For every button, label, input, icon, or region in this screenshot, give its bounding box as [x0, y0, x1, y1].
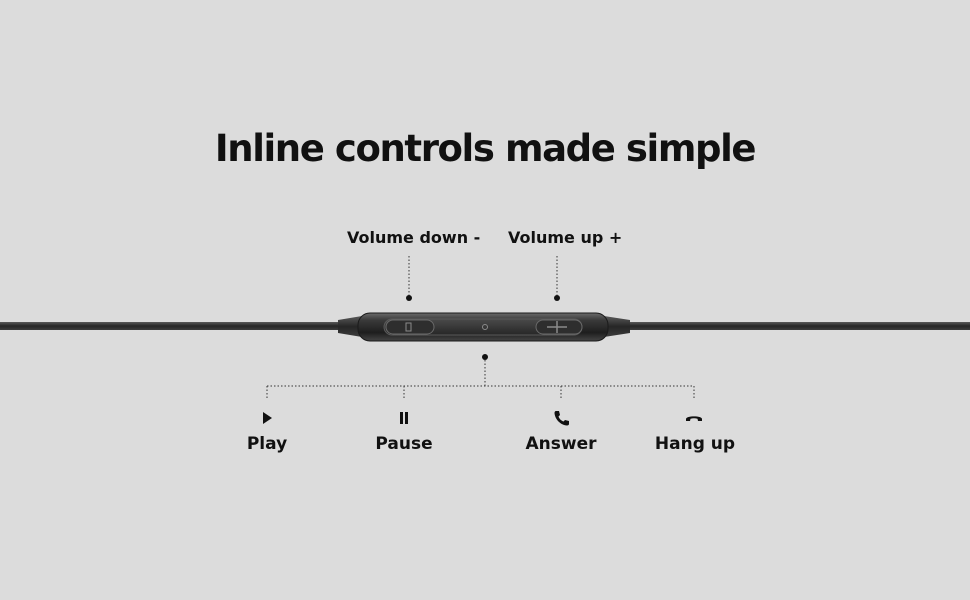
hang-up-label: Hang up [654, 434, 736, 454]
volume-up-dot [554, 295, 560, 301]
cable-left [0, 322, 345, 330]
answer-label: Answer [525, 434, 597, 454]
page-title: Inline controls made simple [214, 127, 757, 170]
cable-right [625, 322, 970, 330]
volume-down-label: Volume down - [347, 228, 481, 247]
phone-icon [554, 411, 569, 426]
volume-down-dot [406, 295, 412, 301]
strain-relief-left [338, 316, 362, 337]
play-icon [263, 412, 272, 424]
strain-relief-right [604, 316, 630, 337]
hang-up-icon [686, 416, 702, 421]
volume-up-label: Volume up + [508, 228, 623, 247]
volume-down-button[interactable] [385, 319, 435, 335]
plus-icon [547, 321, 567, 333]
pause-icon [400, 412, 408, 424]
play-label: Play [246, 434, 288, 454]
center-button-icon[interactable] [482, 324, 488, 330]
center-button-dot [482, 354, 488, 360]
minus-icon [405, 322, 412, 332]
pause-label: Pause [375, 434, 433, 454]
